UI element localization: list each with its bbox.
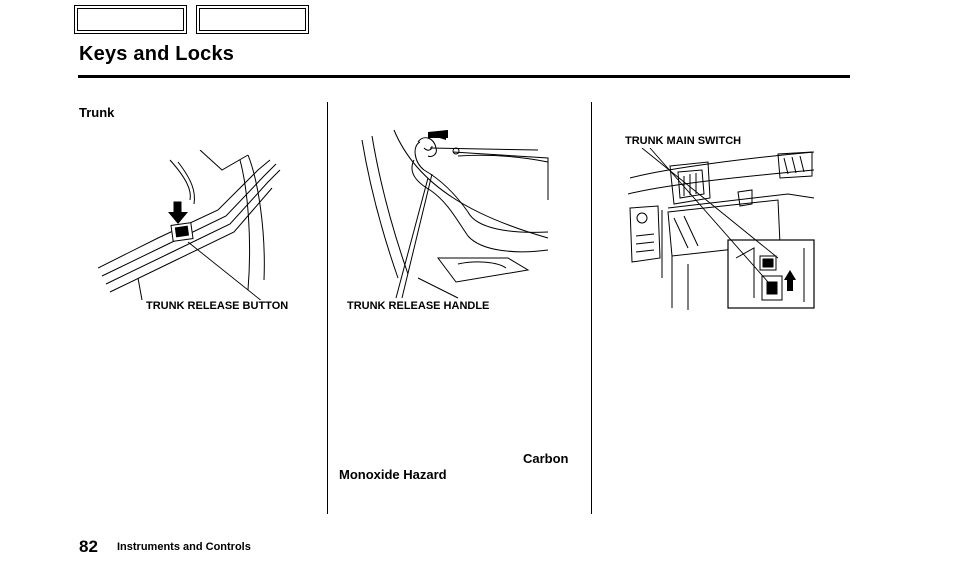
- section-heading: Trunk: [79, 105, 115, 120]
- column-divider: [591, 102, 592, 514]
- warning-heading-line2: Monoxide Hazard: [339, 467, 447, 482]
- column-divider: [327, 102, 328, 514]
- trunk-release-button-illustration: [98, 150, 281, 300]
- warning-heading-line1: Carbon: [523, 451, 569, 466]
- nav-tab-previous[interactable]: [74, 5, 187, 34]
- page-number: 82: [79, 537, 98, 556]
- trunk-release-handle-illustration: [361, 129, 549, 299]
- trunk-main-switch-label: TRUNK MAIN SWITCH: [625, 135, 742, 147]
- trunk-release-button-label: TRUNK RELEASE BUTTON: [146, 300, 289, 312]
- title-rule: [78, 75, 850, 78]
- trunk-release-handle-label: TRUNK RELEASE HANDLE: [347, 300, 490, 312]
- trunk-main-switch-illustration: [628, 148, 815, 310]
- page-title: Keys and Locks: [79, 43, 235, 65]
- footer-section-name[interactable]: Instruments and Controls: [117, 541, 251, 553]
- nav-tab-next[interactable]: [196, 5, 309, 34]
